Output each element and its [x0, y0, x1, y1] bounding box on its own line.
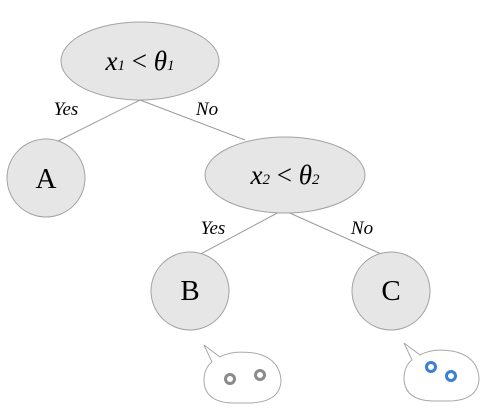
bubble-c-right-eye	[445, 370, 457, 382]
root-node-shape	[60, 21, 220, 101]
node2-var-sub: 2	[262, 172, 270, 188]
node2-condition: x2 < θ2	[250, 160, 320, 190]
root-threshold: θ	[154, 46, 167, 76]
face-bubble-icon	[203, 344, 282, 404]
edge-label-root-no: No	[195, 99, 218, 120]
root-operator: <	[125, 46, 154, 76]
root-condition: x1 < θ1	[105, 46, 175, 76]
bubble-b-left-eye	[224, 373, 236, 385]
edge-label-root-yes: Yes	[54, 99, 79, 120]
leaf-node-a: A	[6, 138, 86, 218]
tree-edges	[49, 99, 389, 258]
bubble-c-shape	[403, 342, 480, 402]
root-var-sub: 1	[117, 58, 125, 74]
edge-node2-to-c	[282, 209, 389, 258]
face-bubble-icon-blue	[403, 342, 480, 402]
leaf-c-shape	[351, 251, 431, 331]
edge-root-to-a	[49, 99, 141, 146]
bubble-b-shape	[203, 344, 282, 404]
root-node: x1 < θ1	[60, 21, 220, 101]
leaf-a-shape	[6, 138, 86, 218]
leaf-a-label: A	[36, 163, 57, 195]
leaf-b-label: B	[180, 275, 199, 307]
bubble-b-right-eye	[254, 369, 266, 381]
leaf-node-b: B	[150, 251, 230, 331]
edge-root-to-node2	[139, 99, 246, 141]
decision-node-2: x2 < θ2	[204, 136, 366, 214]
leaf-b-shape	[150, 251, 230, 331]
edge-label-node2-no: No	[350, 218, 373, 239]
node2-operator: <	[270, 160, 299, 190]
root-var: x	[105, 46, 118, 76]
leaf-c-label: C	[381, 275, 400, 307]
edge-node2-to-b	[194, 209, 284, 258]
root-threshold-sub: 1	[167, 58, 175, 74]
node2-threshold: θ	[299, 160, 312, 190]
node2-threshold-sub: 2	[312, 172, 320, 188]
node2-var: x	[250, 160, 263, 190]
leaf-node-c: C	[351, 251, 431, 331]
bubble-c-left-eye	[425, 361, 437, 373]
node2-shape	[204, 136, 366, 214]
edge-label-node2-yes: Yes	[201, 218, 226, 239]
